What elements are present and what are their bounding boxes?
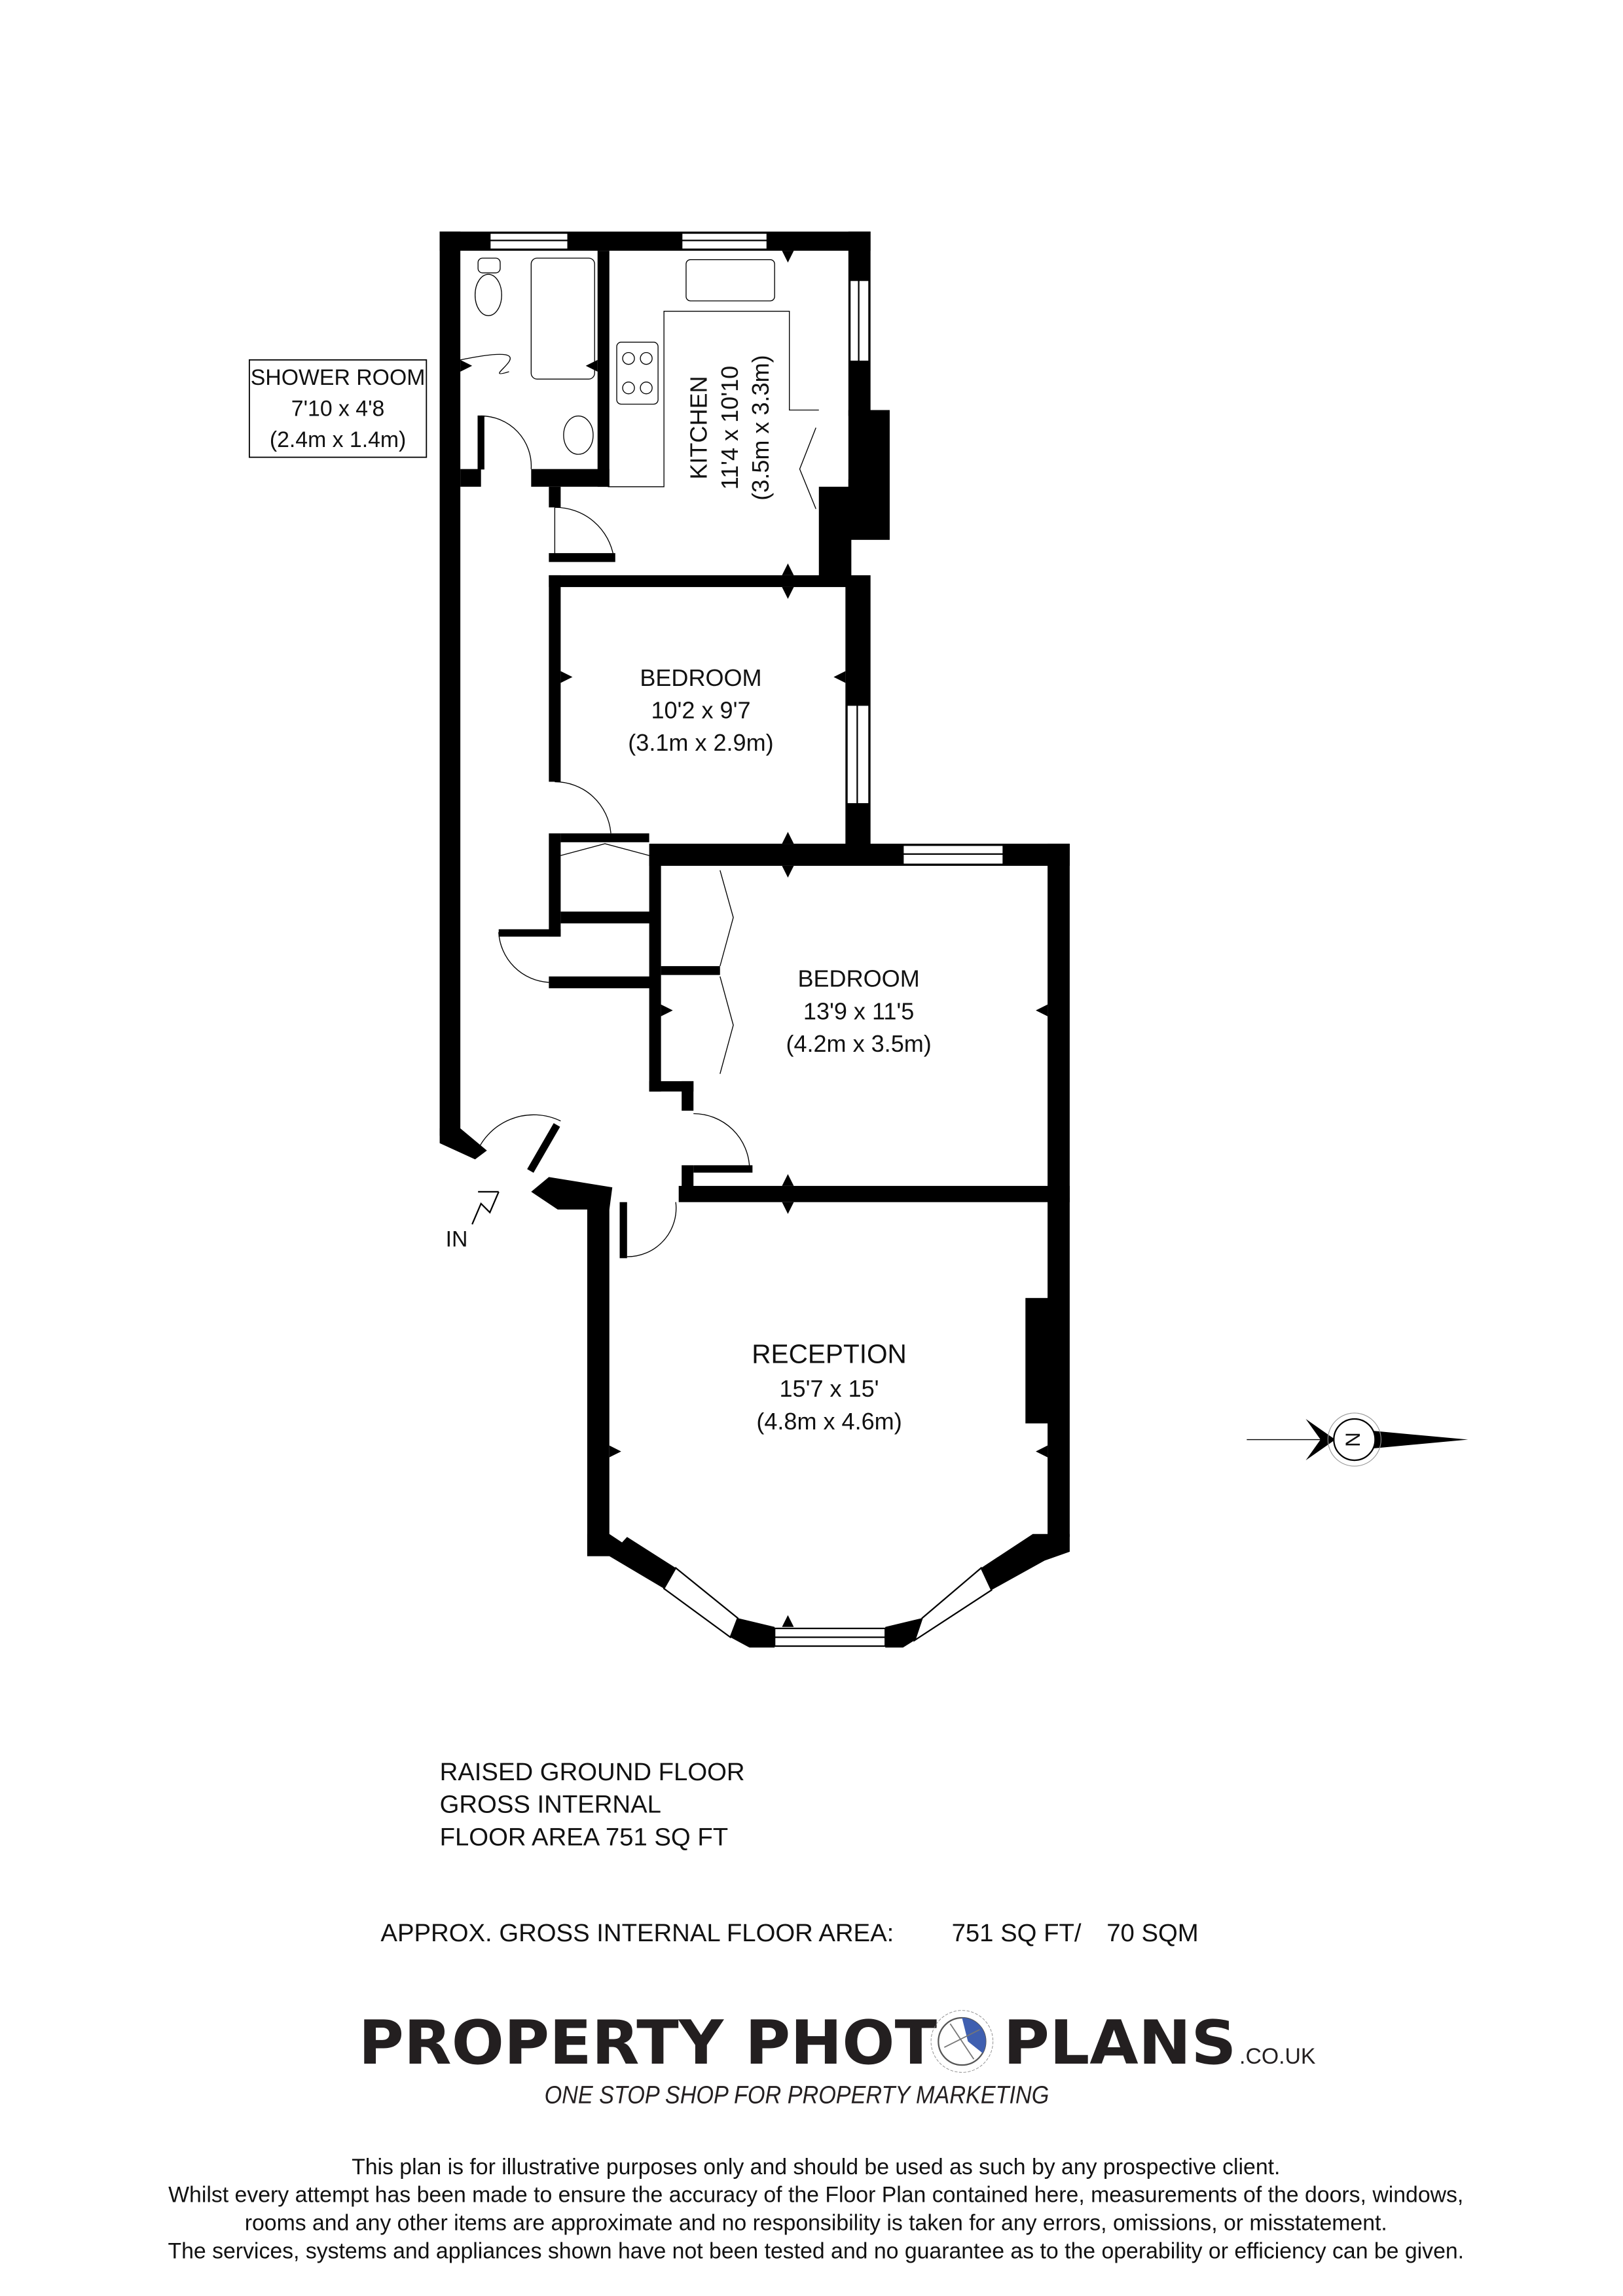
reception-name: RECEPTION (752, 1338, 907, 1369)
shower-room-label-box (248, 359, 428, 458)
room-labels: SHOWER ROOM 7'10 x 4'8 (2.4m x 1.4m) KIT… (248, 355, 932, 1435)
company-logo: PROPERTY PHOT PLANS .CO.UK ONE STOP SHOP… (359, 2007, 1316, 2109)
logo-suffix: .CO.UK (1239, 2044, 1316, 2069)
disclaimer-line: Whilst every attempt has been made to en… (168, 2183, 1463, 2208)
logo-tagline: ONE STOP SHOP FOR PROPERTY MARKETING (545, 2081, 1049, 2109)
shower-room-name: SHOWER ROOM (251, 365, 426, 390)
disclaimer-line: rooms and any other items are approximat… (245, 2210, 1387, 2235)
approx-area-label: APPROX. GROSS INTERNAL FLOOR AREA: (380, 1919, 894, 1947)
compass-icon: N (1247, 1412, 1468, 1467)
reception-imperial: 15'7 x 15' (780, 1375, 879, 1402)
camera-aperture-icon (930, 2010, 994, 2073)
logo-text-2: PLANS (1003, 2007, 1236, 2078)
shower-room-metric: (2.4m x 1.4m) (270, 427, 406, 452)
bedroom2-metric: (4.2m x 3.5m) (786, 1030, 931, 1057)
entrance-label: IN (446, 1227, 468, 1251)
approx-area-sqm: 70 SQM (1106, 1919, 1198, 1947)
reception-metric: (4.8m x 4.6m) (756, 1408, 902, 1435)
floor-plan: SHOWER ROOM 7'10 x 4'8 (2.4m x 1.4m) KIT… (248, 231, 1468, 1648)
kitchen-imperial: 11'4 x 10'10 (716, 366, 743, 490)
dimension-arrows (460, 251, 1048, 1627)
approx-area-sqft: 751 SQ FT/ (952, 1919, 1082, 1947)
bedroom2-name: BEDROOM (797, 965, 919, 992)
floor-info-line: FLOOR AREA 751 SQ FT (440, 1823, 729, 1851)
approx-area: APPROX. GROSS INTERNAL FLOOR AREA: 751 S… (380, 1919, 1198, 1947)
compass-label: N (1341, 1432, 1364, 1447)
logo-text-1: PROPERTY PHOT (359, 2007, 937, 2078)
kitchen-metric: (3.5m x 3.3m) (747, 355, 774, 500)
bedroom2-imperial: 13'9 x 11'5 (803, 997, 914, 1024)
disclaimer-line: The services, systems and appliances sho… (168, 2238, 1464, 2263)
bedroom1-metric: (3.1m x 2.9m) (628, 729, 773, 756)
bedroom1-name: BEDROOM (640, 664, 761, 691)
floor-info: RAISED GROUND FLOOR GROSS INTERNAL FLOOR… (440, 1758, 745, 1851)
doors (460, 353, 750, 1257)
entrance-arrow-icon (471, 1191, 500, 1225)
walls (439, 231, 1070, 1648)
floor-info-line: RAISED GROUND FLOOR (440, 1758, 745, 1786)
fixtures (474, 257, 819, 1074)
floor-info-line: GROSS INTERNAL (440, 1791, 661, 1819)
kitchen-name: KITCHEN (685, 376, 712, 479)
shower-room-imperial: 7'10 x 4'8 (291, 397, 385, 422)
disclaimer-line: This plan is for illustrative purposes o… (352, 2155, 1280, 2179)
windows (489, 232, 1004, 1647)
bedroom1-imperial: 10'2 x 9'7 (651, 697, 750, 724)
disclaimer: This plan is for illustrative purposes o… (168, 2155, 1464, 2263)
entrance: IN (446, 1191, 500, 1251)
